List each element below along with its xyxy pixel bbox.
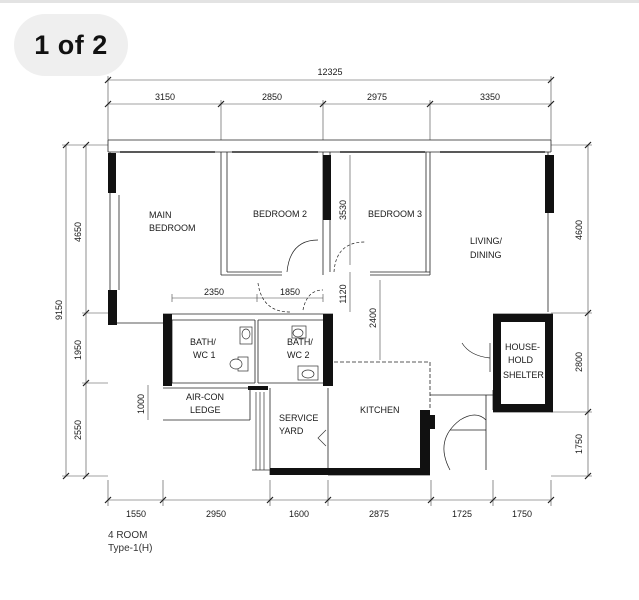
label-aircon-1: AIR-CON bbox=[186, 392, 224, 402]
door-swings bbox=[257, 239, 491, 471]
structural-walls bbox=[108, 153, 554, 475]
layout-type: Type-1(H) bbox=[108, 543, 153, 554]
label-shelter-2: HOLD bbox=[508, 355, 534, 365]
dim-corridor: 1120 bbox=[338, 284, 348, 303]
dim-bottom-3: 1600 bbox=[289, 509, 309, 519]
dim-bottom-2: 2950 bbox=[206, 509, 226, 519]
dim-left-1: 4650 bbox=[73, 222, 83, 242]
dim-top-2: 2850 bbox=[262, 92, 282, 102]
bathroom-fixtures bbox=[229, 325, 319, 381]
dim-right-2: 2800 bbox=[574, 352, 584, 372]
label-service-yard-1: SERVICE bbox=[279, 413, 318, 423]
dimension-lines bbox=[62, 76, 592, 506]
label-bath-wc2-1: BATH/ bbox=[287, 337, 313, 347]
dim-right-3: 1750 bbox=[574, 434, 584, 454]
room-labels: MAIN BEDROOM BEDROOM 2 BEDROOM 3 LIVING/… bbox=[149, 209, 544, 436]
dim-bottom-6: 1750 bbox=[512, 509, 532, 519]
label-bath-wc1-2: WC 1 bbox=[193, 350, 216, 360]
dim-left-2: 1950 bbox=[73, 340, 83, 360]
dim-top-3: 2975 bbox=[367, 92, 387, 102]
dim-aircon-ledge: 1000 bbox=[136, 394, 146, 414]
dim-top-1: 3150 bbox=[155, 92, 175, 102]
label-kitchen: KITCHEN bbox=[360, 405, 400, 415]
dim-bath-wc1: 2350 bbox=[204, 287, 224, 297]
label-bath-wc1-1: BATH/ bbox=[190, 337, 216, 347]
label-shelter-1: HOUSE- bbox=[505, 342, 540, 352]
top-strip bbox=[0, 0, 639, 3]
dim-right-1: 4600 bbox=[574, 220, 584, 240]
label-living-1: LIVING/ bbox=[470, 236, 503, 246]
label-bath-wc2-2: WC 2 bbox=[287, 350, 310, 360]
dim-bath-wc2: 1850 bbox=[280, 287, 300, 297]
dim-overall-width: 12325 bbox=[317, 67, 342, 77]
label-bedroom-3: BEDROOM 3 bbox=[368, 209, 422, 219]
label-aircon-2: LEDGE bbox=[190, 405, 221, 415]
dim-bottom-4: 2875 bbox=[369, 509, 389, 519]
walls bbox=[107, 139, 553, 476]
dim-top-4: 3350 bbox=[480, 92, 500, 102]
label-shelter-3: SHELTER bbox=[503, 370, 544, 380]
dimension-labels: 12325 3150 2850 2975 3350 1550 2950 1600… bbox=[54, 67, 584, 519]
dim-bedroom-wall: 3530 bbox=[338, 200, 348, 220]
flat-type: 4 ROOM bbox=[108, 530, 148, 541]
service-yard-railing bbox=[252, 392, 327, 471]
dim-left-3: 2550 bbox=[73, 420, 83, 440]
page-counter: 1 of 2 bbox=[14, 14, 128, 76]
label-bedroom-2: BEDROOM 2 bbox=[253, 209, 307, 219]
label-living-2: DINING bbox=[470, 250, 502, 260]
dim-bottom-1: 1550 bbox=[126, 509, 146, 519]
dim-kitchen-2400: 2400 bbox=[368, 308, 378, 328]
label-service-yard-2: YARD bbox=[279, 426, 304, 436]
household-shelter-interior bbox=[501, 322, 545, 404]
dim-left-overall: 9150 bbox=[54, 300, 64, 320]
unit-info: 4 ROOM Type-1(H) bbox=[108, 529, 152, 555]
dim-bottom-5: 1725 bbox=[452, 509, 472, 519]
label-main-bedroom-1: MAIN bbox=[149, 210, 172, 220]
label-main-bedroom-2: BEDROOM bbox=[149, 223, 196, 233]
dimension-ticks bbox=[62, 76, 592, 504]
